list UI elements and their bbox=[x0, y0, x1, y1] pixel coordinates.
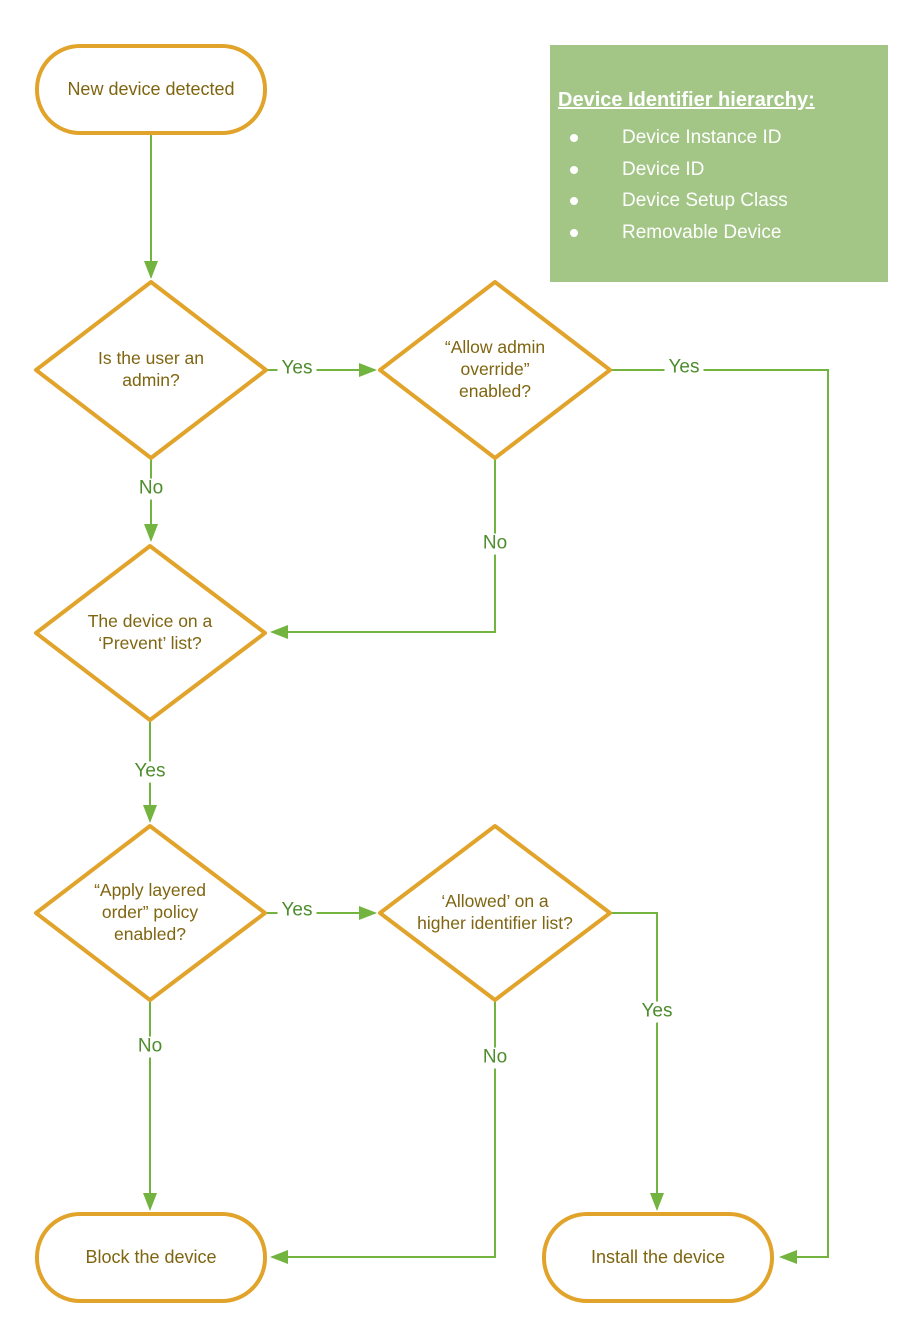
edge-label-layered-yes: Yes bbox=[277, 900, 317, 922]
edge-label-override-yes: Yes bbox=[664, 357, 704, 379]
edge-label-override-no: No bbox=[478, 533, 512, 555]
list-item: Removable Device bbox=[558, 217, 878, 249]
info-box-title: Device Identifier hierarchy: bbox=[558, 89, 815, 111]
block-node-label: Block the device bbox=[85, 1247, 217, 1268]
bullet-icon bbox=[570, 165, 578, 174]
list-item: Device Setup Class bbox=[558, 185, 878, 217]
list-item-label: Device Instance ID bbox=[622, 127, 782, 148]
edge-override-yes bbox=[610, 369, 829, 1264]
list-item: Device Instance ID bbox=[558, 122, 878, 154]
decision-admin-shape bbox=[34, 280, 268, 460]
decision-override-shape bbox=[378, 280, 612, 460]
edge-label-higher-no: No bbox=[478, 1047, 512, 1069]
install-node-shape bbox=[542, 1212, 774, 1303]
edge-label-higher-yes: Yes bbox=[637, 1001, 677, 1023]
device-identifier-hierarchy-box: Device Identifier hierarchy: Device Inst… bbox=[550, 45, 888, 282]
decision-higher-label: ‘Allowed’ on a higher identifier list? bbox=[417, 891, 573, 933]
list-item-label: Removable Device bbox=[622, 221, 782, 243]
install-node-label: Install the device bbox=[590, 1247, 726, 1268]
decision-prevent-shape bbox=[34, 544, 267, 722]
bullet-icon bbox=[570, 228, 578, 237]
start-node-label: New device detected bbox=[67, 79, 235, 100]
decision-override-label: “Allow admin override” enabled? bbox=[444, 337, 546, 401]
bullet-icon bbox=[570, 197, 578, 205]
info-box-list: Device Instance ID Device ID Device Setu… bbox=[558, 122, 878, 248]
decision-prevent-label: The device on a ‘Prevent’ list? bbox=[87, 611, 213, 653]
edge-override-no bbox=[270, 459, 496, 639]
edge-label-prevent-yes: Yes bbox=[130, 761, 170, 783]
list-item: Device ID bbox=[558, 154, 878, 186]
decision-layered-label: “Apply layered order” policy enabled? bbox=[94, 880, 206, 944]
decision-higher-shape bbox=[378, 824, 612, 1002]
edge-label-layered-no: No bbox=[133, 1036, 167, 1058]
decision-admin-label: Is the user an admin? bbox=[97, 348, 205, 390]
start-node-shape bbox=[35, 44, 267, 135]
list-item-label: Device Setup Class bbox=[622, 190, 788, 211]
edge-higher-yes bbox=[610, 912, 664, 1211]
decision-layered-shape bbox=[34, 824, 267, 1002]
edge-label-admin-no: No bbox=[134, 478, 168, 500]
list-item-label: Device ID bbox=[622, 158, 705, 180]
edge-label-admin-yes: Yes bbox=[277, 358, 317, 380]
bullet-icon bbox=[570, 134, 578, 142]
block-node-shape bbox=[35, 1212, 267, 1303]
edge-higher-no bbox=[270, 1001, 496, 1264]
